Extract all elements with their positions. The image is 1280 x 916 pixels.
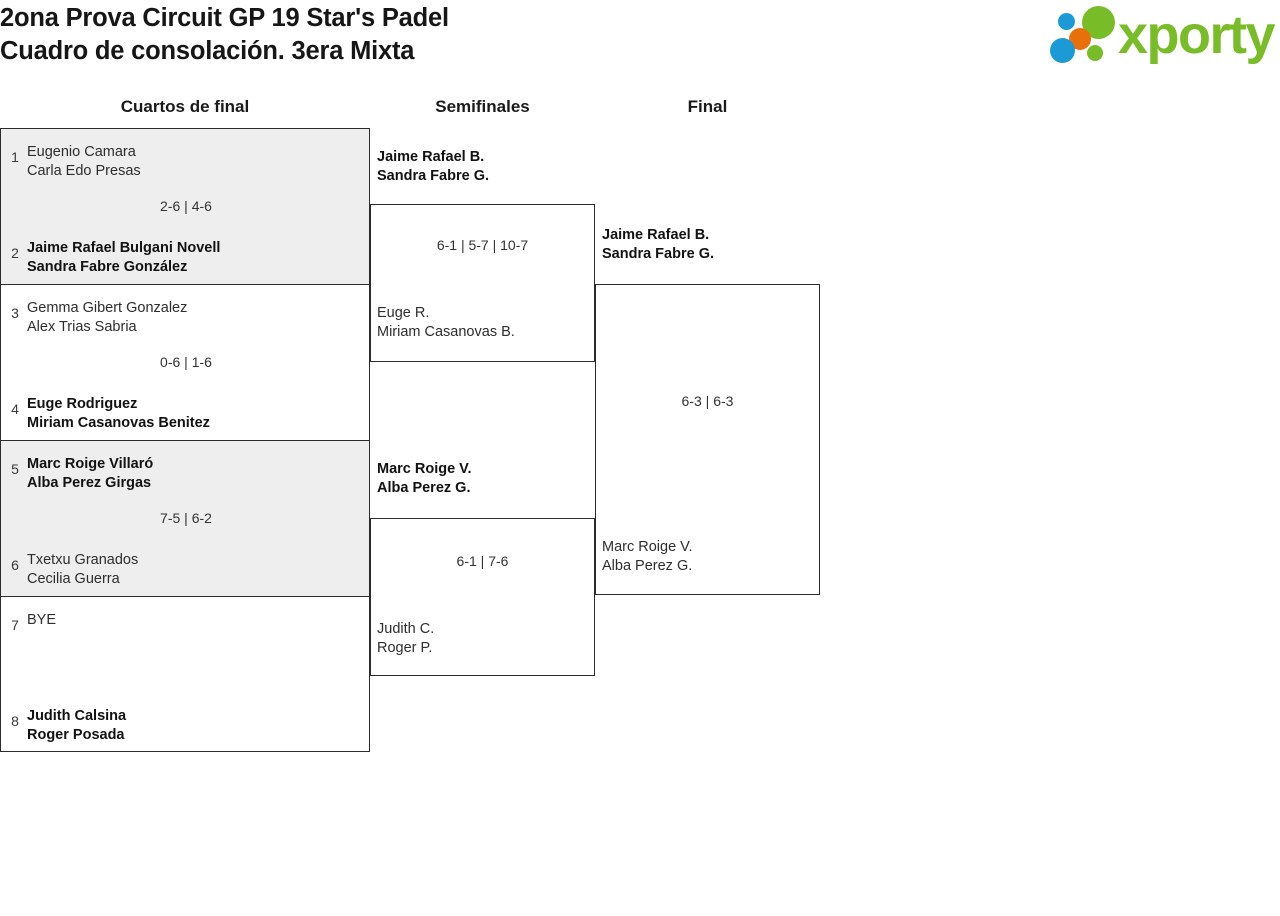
logo-wordmark: xporty	[1118, 5, 1276, 65]
qf1-bottom-player2: Sandra Fabre González	[27, 258, 188, 275]
final-bottom-player2: Alba Perez G.	[602, 557, 693, 574]
qf2-bottom-seed: 4	[11, 401, 19, 417]
title-line-1: 2ona Prova Circuit GP 19 Star's Padel	[0, 4, 449, 32]
qf4-team-top[interactable]: 7 BYE	[1, 603, 371, 655]
qf3-bottom-names: Txetxu Granados Cecilia Guerra	[27, 551, 363, 588]
qf3-top-player1: Marc Roige Villaró	[27, 456, 154, 472]
qf4-bottom-names: Judith Calsina Roger Posada	[27, 707, 363, 744]
round-header-semifinals: Semifinales	[435, 97, 530, 116]
qf2-team-top[interactable]: 3 Gemma Gibert Gonzalez Alex Trias Sabri…	[1, 291, 371, 343]
sf2-bottom-player2: Roger P.	[377, 639, 433, 656]
sf1-connector-box	[370, 204, 595, 362]
qf4-bottom-seed: 8	[11, 713, 19, 729]
qf3-bottom-player2: Cecilia Guerra	[27, 570, 120, 587]
match-qf-4[interactable]: 7 BYE 8 Judith Calsina Roger Posada	[0, 596, 370, 752]
xporty-logo[interactable]: xporty	[1050, 5, 1276, 66]
qf2-top-player2: Alex Trias Sabria	[27, 318, 137, 335]
qf2-top-player1: Gemma Gibert Gonzalez	[27, 300, 188, 316]
sf1-bottom-player2: Miriam Casanovas B.	[377, 323, 515, 340]
qf2-bottom-player2: Miriam Casanovas Benitez	[27, 414, 210, 431]
sf2-team-top-names[interactable]: Marc Roige V. Alba Perez G.	[377, 460, 592, 497]
match-qf-3[interactable]: 5 Marc Roige Villaró Alba Perez Girgas 7…	[0, 440, 370, 596]
qf3-bottom-seed: 6	[11, 557, 19, 573]
final-connector-box	[595, 284, 820, 595]
final-team-bottom-names[interactable]: Marc Roige V. Alba Perez G.	[602, 538, 817, 575]
sf2-top-player1: Marc Roige V.	[377, 461, 472, 477]
sf2-top-player2: Alba Perez G.	[377, 479, 471, 496]
sf2-score: 6-1 | 7-6	[456, 553, 509, 569]
final-top-player1: Jaime Rafael B.	[602, 227, 710, 243]
qf4-team-bottom[interactable]: 8 Judith Calsina Roger Posada	[1, 699, 371, 751]
final-score: 6-3 | 6-3	[681, 393, 734, 409]
qf4-bottom-player1: Judith Calsina	[27, 708, 127, 724]
round-header-quarterfinals: Cuartos de final	[120, 97, 250, 116]
qf4-bottom-player2: Roger Posada	[27, 726, 125, 743]
qf2-bottom-player1: Euge Rodriguez	[27, 396, 138, 412]
qf1-bottom-names: Jaime Rafael Bulgani Novell Sandra Fabre…	[27, 239, 363, 276]
qf4-top-seed: 7	[11, 617, 19, 633]
sf1-top-player2: Sandra Fabre G.	[377, 167, 490, 184]
sf1-bottom-player1: Euge R.	[377, 305, 430, 321]
qf3-score: 7-5 | 6-2	[160, 510, 212, 526]
qf3-top-player2: Alba Perez Girgas	[27, 474, 152, 491]
qf3-top-seed: 5	[11, 461, 19, 477]
qf4-top-player1: BYE	[27, 612, 57, 628]
quarterfinals-column: 1 Eugenio Camara Carla Edo Presas 2-6 | …	[0, 128, 370, 752]
qf1-top-player2: Carla Edo Presas	[27, 162, 141, 179]
qf1-top-names: Eugenio Camara Carla Edo Presas	[27, 143, 363, 180]
final-bottom-player1: Marc Roige V.	[602, 539, 693, 555]
qf2-team-bottom[interactable]: 4 Euge Rodriguez Miriam Casanovas Benite…	[1, 387, 371, 439]
match-qf-1[interactable]: 1 Eugenio Camara Carla Edo Presas 2-6 | …	[0, 128, 370, 284]
qf2-top-seed: 3	[11, 305, 19, 321]
qf1-team-top[interactable]: 1 Eugenio Camara Carla Edo Presas	[1, 135, 371, 187]
sf1-top-player1: Jaime Rafael B.	[377, 149, 485, 165]
qf3-bottom-player1: Txetxu Granados	[27, 552, 139, 568]
logo-dots-icon	[1050, 6, 1120, 64]
title-line-2: Cuadro de consolación. 3era Mixta	[0, 37, 415, 65]
sf1-team-bottom-names[interactable]: Euge R. Miriam Casanovas B.	[377, 304, 592, 341]
qf3-top-names: Marc Roige Villaró Alba Perez Girgas	[27, 455, 363, 492]
sf1-team-top-names[interactable]: Jaime Rafael B. Sandra Fabre G.	[377, 148, 592, 185]
logo-dot-orange-icon	[1069, 28, 1091, 50]
qf2-bottom-names: Euge Rodriguez Miriam Casanovas Benitez	[27, 395, 363, 432]
qf3-team-bottom[interactable]: 6 Txetxu Granados Cecilia Guerra	[1, 543, 371, 595]
page-header: 2ona Prova Circuit GP 19 Star's Padel Cu…	[0, 0, 1280, 72]
qf4-top-names: BYE	[27, 611, 363, 630]
page-title: 2ona Prova Circuit GP 19 Star's Padel Cu…	[0, 2, 449, 68]
qf1-top-player1: Eugenio Camara	[27, 144, 136, 160]
qf1-team-bottom[interactable]: 2 Jaime Rafael Bulgani Novell Sandra Fab…	[1, 231, 371, 283]
logo-dot-blue-small-icon	[1058, 13, 1075, 30]
final-team-top-names[interactable]: Jaime Rafael B. Sandra Fabre G.	[602, 226, 817, 263]
sf1-score: 6-1 | 5-7 | 10-7	[436, 237, 529, 253]
sf2-connector-box	[370, 518, 595, 676]
qf1-top-seed: 1	[11, 149, 19, 165]
qf1-score: 2-6 | 4-6	[160, 198, 212, 214]
qf2-top-names: Gemma Gibert Gonzalez Alex Trias Sabria	[27, 299, 363, 336]
qf1-bottom-player1: Jaime Rafael Bulgani Novell	[27, 240, 221, 256]
qf1-bottom-seed: 2	[11, 245, 19, 261]
sf2-team-bottom-names[interactable]: Judith C. Roger P.	[377, 620, 592, 657]
sf2-bottom-player1: Judith C.	[377, 621, 435, 637]
logo-dot-blue-large-icon	[1050, 38, 1075, 63]
logo-dot-green-small-icon	[1087, 45, 1103, 61]
match-qf-2[interactable]: 3 Gemma Gibert Gonzalez Alex Trias Sabri…	[0, 284, 370, 440]
qf2-score: 0-6 | 1-6	[160, 354, 212, 370]
qf3-team-top[interactable]: 5 Marc Roige Villaró Alba Perez Girgas	[1, 447, 371, 499]
final-top-player2: Sandra Fabre G.	[602, 245, 715, 262]
round-header-final: Final	[687, 97, 728, 116]
